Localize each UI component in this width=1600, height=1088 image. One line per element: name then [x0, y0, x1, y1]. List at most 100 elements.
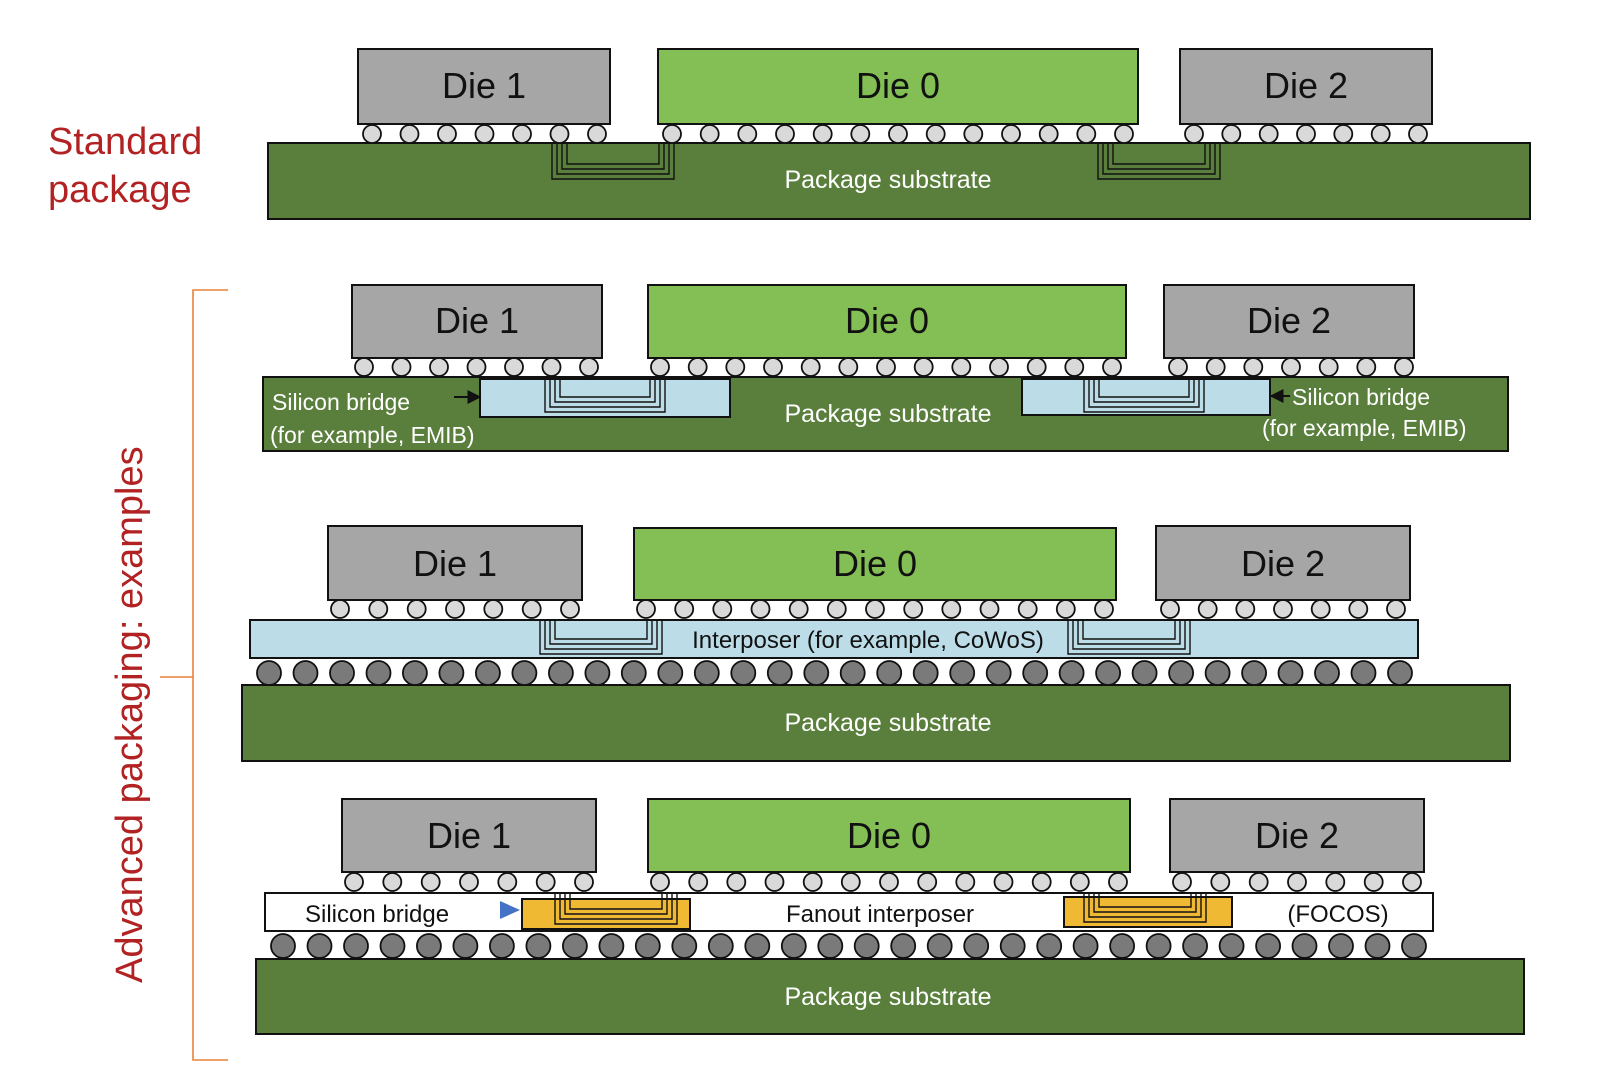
package-substrate-label: Package substrate [784, 983, 991, 1011]
micro-bump [993, 872, 1014, 892]
micro-bump [699, 124, 720, 144]
micro-bump [1402, 872, 1422, 892]
micro-bump [420, 872, 441, 892]
trace-line [1098, 380, 1190, 398]
die-1-label: Die 1 [413, 543, 497, 584]
micro-bump [368, 599, 389, 619]
micro-bump [587, 124, 607, 144]
c4-bump [1131, 660, 1158, 686]
die-1 [327, 525, 583, 601]
trace-line [554, 620, 648, 640]
c4-bump [1109, 933, 1135, 959]
standard-package-label-line2: package [48, 169, 192, 211]
micro-bump [1287, 872, 1307, 892]
micro-bump [1243, 357, 1264, 377]
micro-bump [963, 124, 984, 144]
micro-bump [535, 872, 556, 892]
c4-bump [1022, 660, 1049, 686]
die-1 [351, 284, 603, 359]
die-0 [647, 284, 1127, 359]
c4-bump [548, 660, 574, 686]
micro-bump [1310, 599, 1331, 619]
c4-bump [780, 933, 807, 959]
micro-bump [737, 124, 758, 144]
c4-bump [1255, 933, 1281, 959]
die-0-label: Die 0 [845, 300, 929, 341]
micro-bump [1038, 124, 1059, 144]
die-2-label: Die 2 [1255, 815, 1339, 856]
micro-bump [925, 124, 946, 144]
c4-bump [256, 660, 282, 686]
micro-bump [712, 599, 733, 619]
die-0-label: Die 0 [856, 65, 940, 106]
micro-bump-row [354, 357, 1414, 377]
c4-bump [474, 660, 501, 686]
package-substrate [241, 684, 1511, 762]
micro-bump [1184, 124, 1204, 144]
die-0-label: Die 0 [847, 815, 931, 856]
micro-bump [1064, 357, 1085, 377]
micro-bump [888, 124, 908, 144]
micro-bump [826, 599, 847, 619]
c4-bump [511, 660, 538, 686]
arrow-to-bridge [500, 901, 520, 919]
c4-bump [343, 933, 369, 959]
micro-bump [1017, 599, 1038, 619]
c4-bump [657, 660, 684, 686]
micro-bump [391, 357, 412, 377]
trace-line [544, 380, 666, 413]
micro-bump [1114, 124, 1134, 144]
trace-line [549, 620, 653, 645]
micro-bump [497, 872, 518, 892]
die-1 [357, 48, 611, 125]
package-substrate [267, 142, 1531, 220]
micro-bump [636, 599, 656, 619]
micro-bump [955, 872, 976, 892]
c4-bump [1387, 660, 1413, 686]
emib-example-label-left: (for example, EMIB) [270, 422, 475, 448]
micro-bump [775, 124, 795, 144]
c4-bump [999, 933, 1026, 959]
package-substrate [255, 958, 1525, 1035]
advanced-packaging-label: Advanced packaging: examples [109, 446, 151, 983]
interposer-traces [539, 620, 1191, 655]
row-fanout-focos: Package substrate Silicon bridge Fanout … [255, 798, 1525, 1035]
silicon-bridge-label-right: Silicon bridge [1292, 384, 1430, 410]
c4-bump [598, 933, 625, 959]
interposer-label: Interposer (for example, CoWoS) [692, 627, 1044, 654]
c4-bump [1036, 933, 1063, 959]
trace-line [1072, 620, 1186, 650]
c4-bump [634, 933, 661, 959]
trace-line [1107, 144, 1211, 170]
trace-line [1093, 380, 1195, 403]
micro-bump [725, 357, 746, 377]
micro-bump [764, 872, 785, 892]
c4-bump [270, 933, 296, 959]
trace-line [556, 144, 670, 175]
focos-label: (FOCOS) [1287, 901, 1388, 928]
die-0 [633, 527, 1117, 601]
c4-bump [839, 660, 866, 686]
micro-bump [917, 872, 938, 892]
die-2 [1169, 798, 1425, 873]
micro-bump [1031, 872, 1052, 892]
c4-bump [1218, 933, 1245, 959]
micro-bump [354, 357, 374, 377]
c4-bump [438, 660, 465, 686]
trace-line [554, 380, 656, 403]
micro-bump [838, 357, 859, 377]
c4-bump [1095, 660, 1121, 686]
c4-bump [1291, 933, 1318, 959]
micro-bump [1348, 599, 1369, 619]
c4-bump [562, 933, 588, 959]
micro-bump [674, 599, 695, 619]
trace-line [1112, 144, 1206, 165]
micro-bump [1102, 357, 1122, 377]
package-substrate-label: Package substrate [784, 400, 991, 428]
c4-bump [1072, 933, 1099, 959]
silicon-bridge-label: Silicon bridge [305, 901, 449, 928]
micro-bump [1318, 357, 1339, 377]
micro-bump-row [344, 872, 1422, 892]
c4-bump [853, 933, 880, 959]
c4-bump [1168, 660, 1194, 686]
